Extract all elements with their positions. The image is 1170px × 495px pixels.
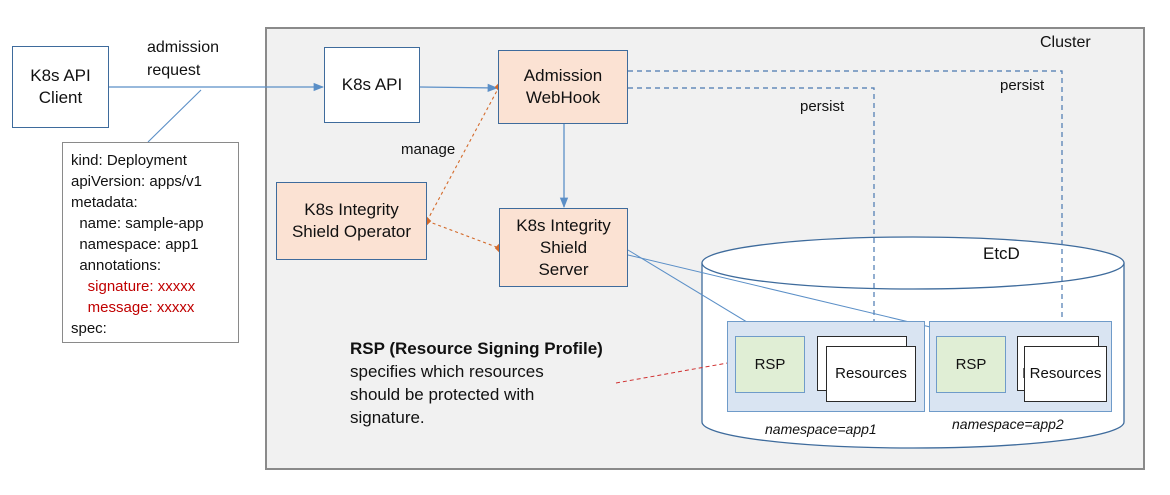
rsp-description: RSP (Resource Signing Profile) specifies… <box>350 337 603 429</box>
k8s-api-client-box: K8s API Client <box>12 46 109 128</box>
yaml-line: spec: <box>71 320 107 337</box>
rsp-app1: RSP <box>735 336 805 393</box>
yaml-line: apiVersion: apps/v1 <box>71 173 202 190</box>
admission-request-label: admission request <box>147 39 220 79</box>
webhook-label-line2: WebHook <box>525 88 601 107</box>
rsp-app2-label: RSP <box>955 355 987 373</box>
rsp-title: RSP (Resource Signing Profile) <box>350 339 603 358</box>
etcd-label: EtcD <box>983 244 1020 263</box>
k8s-api-box: K8s API <box>324 47 420 123</box>
k8s-api-label: K8s API <box>341 75 403 94</box>
yaml-line: metadata: <box>71 194 138 211</box>
yaml-line: annotations: <box>71 257 162 274</box>
namespace-app1-label: namespace=app1 <box>765 421 877 437</box>
rsp-callout-line <box>615 361 734 384</box>
client-label-line2: Client <box>38 88 83 107</box>
rsp-line1: specifies which resources <box>350 362 544 381</box>
yaml-line: name: sample-app <box>71 215 204 232</box>
integrity-shield-operator-box: K8s Integrity Shield Operator <box>276 182 427 260</box>
api-to-webhook-arrow <box>419 83 499 93</box>
yaml-line: kind: Deployment <box>71 152 187 169</box>
yaml-line: namespace: app1 <box>71 236 199 253</box>
rsp-line3: signature. <box>350 408 425 427</box>
persist-connectors <box>628 70 1066 339</box>
rsp-app2: RSP <box>936 336 1006 393</box>
server-label-line1: K8s Integrity <box>516 215 611 235</box>
resources-app1: Resources <box>826 346 916 402</box>
operator-label-line1: K8s Integrity <box>304 200 399 219</box>
persist-label-app2: persist <box>1000 77 1045 94</box>
resources-app1-label: Resources <box>835 365 907 382</box>
rsp-line2: should be protected with <box>350 385 535 404</box>
client-label-line1: K8s API <box>30 66 91 85</box>
deployment-yaml: kind: Deployment apiVersion: apps/v1 metad… <box>62 142 239 343</box>
rsp-app1-label: RSP <box>754 355 786 373</box>
resources-app2: Resources <box>1024 346 1107 402</box>
cluster-label: Cluster <box>1040 34 1091 51</box>
request-callout-line <box>147 89 202 143</box>
manage-connectors <box>422 82 504 253</box>
persist-label-app1: persist <box>800 98 845 115</box>
server-label-line3: Server <box>538 259 589 279</box>
yaml-line: message: xxxxx <box>71 299 195 316</box>
namespace-app2-label: namespace=app2 <box>952 416 1064 432</box>
manage-label: manage <box>401 141 456 158</box>
integrity-shield-server-box: K8s Integrity Shield Server <box>499 208 628 287</box>
server-label-line2: Shield <box>539 237 588 257</box>
admission-webhook-box: Admission WebHook <box>498 50 628 124</box>
resources-app2-label: Resources <box>1029 365 1102 382</box>
webhook-label-line1: Admission <box>523 66 603 85</box>
operator-label-line2: Shield Operator <box>291 222 412 241</box>
yaml-line: signature: xxxxx <box>71 278 196 295</box>
